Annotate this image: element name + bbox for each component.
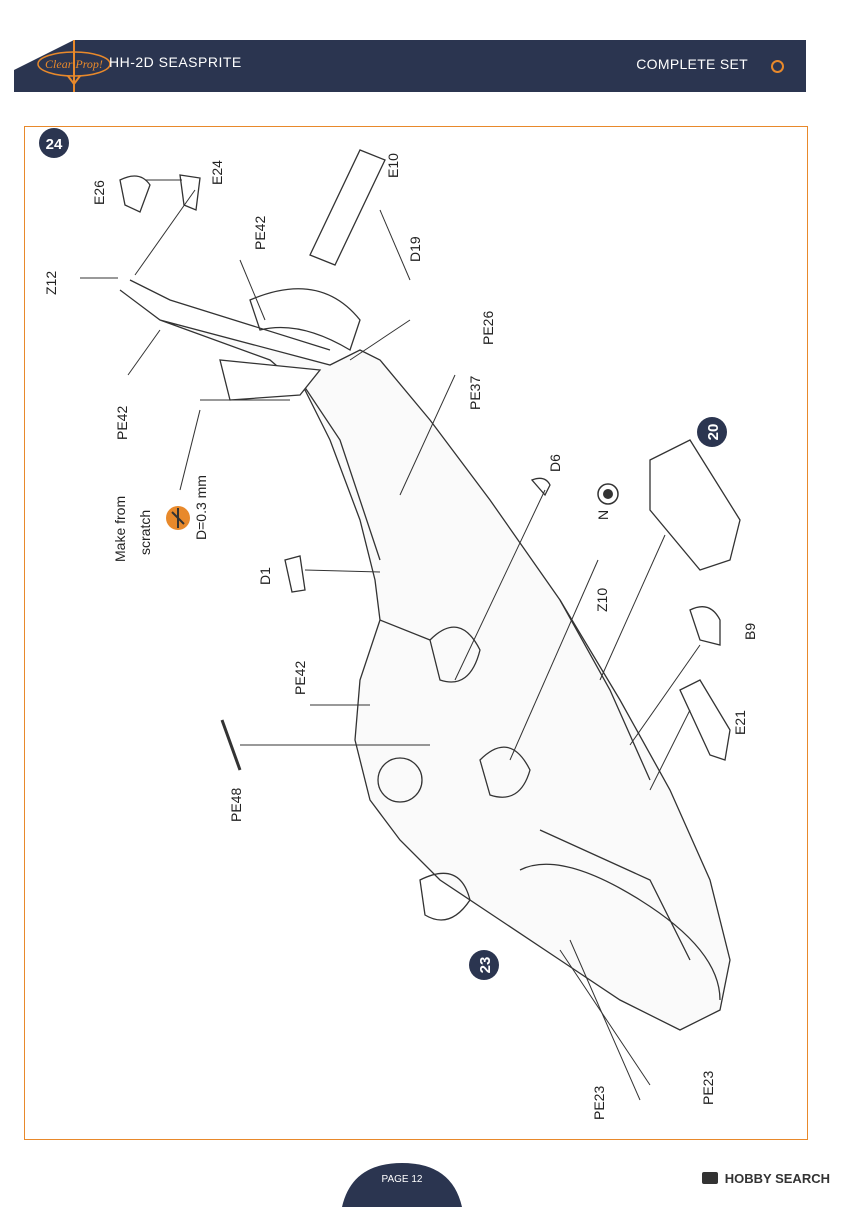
step-20-badge: 20 <box>697 417 727 447</box>
label-pe42-left: PE42 <box>114 406 130 440</box>
svg-text:23: 23 <box>477 957 494 974</box>
svg-text:24: 24 <box>46 136 63 153</box>
page-title: HH-2D SEASPRITE <box>109 54 242 70</box>
page-number: PAGE 12 <box>381 1174 423 1185</box>
watermark: HOBBY SEARCH <box>702 1171 830 1186</box>
part-labels: E26 E24 E10 D19 PE42 Z12 PE26 PE42 PE37 … <box>43 153 758 1120</box>
hobby-search-logo-icon <box>702 1172 719 1184</box>
note-line2: scratch <box>137 510 153 555</box>
label-z12: Z12 <box>43 271 59 295</box>
drill-icon <box>166 506 190 530</box>
page-tab <box>342 1163 462 1207</box>
label-e21: E21 <box>732 710 748 735</box>
svg-text:20: 20 <box>705 424 722 441</box>
label-b9: B9 <box>742 623 758 640</box>
label-pe48: PE48 <box>228 788 244 822</box>
label-e10: E10 <box>385 153 401 178</box>
note-dimension: D=0.3 mm <box>193 475 209 540</box>
label-d1: D1 <box>257 567 273 585</box>
clear-prop-logo: Clear Prop! <box>37 51 111 86</box>
label-n: N <box>595 510 611 520</box>
label-pe26: PE26 <box>480 311 496 345</box>
label-pe23-a: PE23 <box>591 1086 607 1120</box>
svg-text:Clear Prop!: Clear Prop! <box>45 57 103 71</box>
label-pe23-b: PE23 <box>700 1071 716 1105</box>
label-pe42-mid: PE42 <box>292 661 308 695</box>
label-pe42-top: PE42 <box>252 216 268 250</box>
step-24-badge: 24 <box>39 128 69 158</box>
bullet-icon <box>771 60 784 73</box>
instruction-frame <box>24 126 808 1140</box>
label-z10: Z10 <box>594 588 610 612</box>
label-e26: E26 <box>91 180 107 205</box>
helicopter-fuselage <box>119 149 741 1031</box>
page-header: Clear Prop! HH-2D SEASPRITE COMPLETE SET <box>14 40 806 92</box>
step-23-badge: 23 <box>469 950 499 980</box>
compass-icon <box>597 483 619 505</box>
label-d6: D6 <box>547 454 563 472</box>
label-d19: D19 <box>407 236 423 262</box>
label-e24: E24 <box>209 160 225 185</box>
leader-lines <box>80 179 701 1101</box>
set-name: COMPLETE SET <box>636 56 748 72</box>
label-pe37: PE37 <box>467 376 483 410</box>
note-line1: Make from <box>112 496 128 562</box>
